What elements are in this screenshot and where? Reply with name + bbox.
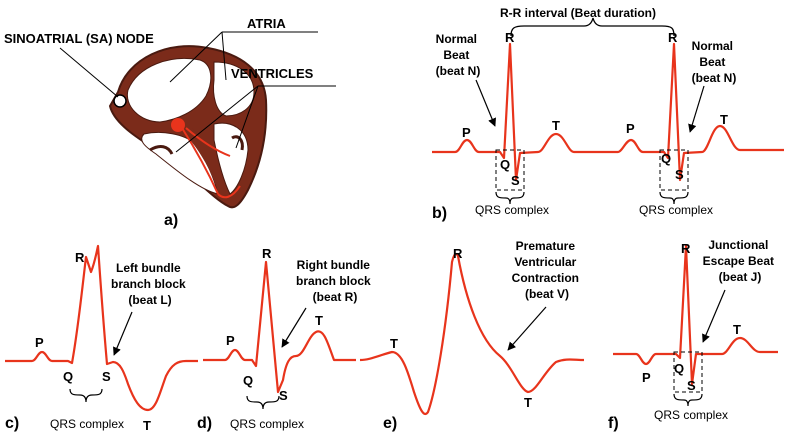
junctional-arrow xyxy=(702,289,726,343)
rbbb-p: P xyxy=(226,333,235,348)
pvc-t1: T xyxy=(390,336,398,351)
qrs-brace-1 xyxy=(495,191,525,205)
qrs-box-2 xyxy=(659,149,689,191)
qrs-label-1: QRS complex xyxy=(475,203,549,217)
ecg-trace-junctional xyxy=(613,244,778,386)
lbbb-s: S xyxy=(102,369,111,384)
panel-f-label: f) xyxy=(608,415,619,432)
junctional-t: T xyxy=(733,322,741,337)
beat1-r: R xyxy=(505,30,515,45)
beat1-p: P xyxy=(462,125,471,140)
junctional-r: R xyxy=(681,241,691,256)
rbbb-arrow xyxy=(281,307,307,348)
rr-interval-label: R-R interval (Beat duration) xyxy=(500,6,656,20)
atria-label: ATRIA xyxy=(247,16,286,31)
atria-pointer-right xyxy=(221,31,227,81)
beat2-p: P xyxy=(626,121,635,136)
lbbb-qrs-label: QRS complex xyxy=(50,417,124,431)
rr-brace xyxy=(510,17,675,37)
right-ventricle xyxy=(213,122,249,195)
qrs-brace-2 xyxy=(659,191,689,205)
junctional-caption: Junctional Escape Beat (beat J) xyxy=(703,238,778,284)
junctional-qrs-brace xyxy=(673,393,703,407)
junctional-qrs-label: QRS complex xyxy=(654,408,728,422)
atria-pointer-left xyxy=(169,31,223,83)
panel-c-label: c) xyxy=(5,415,19,432)
purkinje-fibers xyxy=(217,185,241,199)
pvc-caption: Premature Ventricular Contraction (beat … xyxy=(512,239,583,301)
lbbb-qrs-brace xyxy=(69,388,103,403)
beat2-t: T xyxy=(720,112,728,127)
lbbb-caption: Left bundle branch block (beat L) xyxy=(111,261,189,307)
heart-diagram xyxy=(108,45,268,209)
junctional-q: Q xyxy=(674,361,684,376)
ventricles-pointer-left xyxy=(175,85,259,153)
rbbb-caption: Right bundle branch block (beat R) xyxy=(296,258,374,304)
sa-node-pointer xyxy=(59,47,119,98)
lbbb-q: Q xyxy=(63,369,73,384)
normal-right-arrow xyxy=(688,85,705,133)
panel-a-label: a) xyxy=(164,212,178,229)
left-atrium xyxy=(126,58,212,123)
rbbb-qrs-brace xyxy=(246,395,280,410)
pvc-arrow xyxy=(507,306,547,351)
rbbb-r: R xyxy=(262,246,272,261)
rbbb-t: T xyxy=(315,313,323,328)
beat1-q: Q xyxy=(500,157,510,172)
normal-right-caption: Normal Beat (beat N) xyxy=(692,39,737,85)
right-atrium xyxy=(213,61,255,117)
junctional-p: P xyxy=(642,370,651,385)
panel-b-label: b) xyxy=(432,205,447,222)
sa-node-label: SINOATRIAL (SA) NODE xyxy=(4,31,154,46)
ecg-trace-lbbb xyxy=(5,244,198,412)
normal-left-arrow xyxy=(475,79,496,127)
lbbb-arrow xyxy=(113,311,133,356)
rbbb-s: S xyxy=(279,388,288,403)
ecg-trace-rbbb xyxy=(203,260,356,394)
lbbb-p: P xyxy=(35,335,44,350)
chordae-2 xyxy=(231,135,244,151)
beat2-r: R xyxy=(668,30,678,45)
beat1-s: S xyxy=(511,173,520,188)
rbbb-q: Q xyxy=(243,373,253,388)
normal-left-caption: Normal Beat (beat N) xyxy=(436,32,481,78)
chordae-1 xyxy=(149,145,174,155)
his-bundle-left xyxy=(181,127,219,195)
beat1-t: T xyxy=(552,118,560,133)
lbbb-t: T xyxy=(143,418,151,433)
lbbb-r: R xyxy=(75,250,85,265)
ecg-trace-pvc xyxy=(359,252,585,416)
beat2-q: Q xyxy=(661,151,671,166)
sa-node-marker xyxy=(113,94,127,108)
rbbb-qrs-label: QRS complex xyxy=(230,417,304,431)
qrs-label-2: QRS complex xyxy=(639,203,713,217)
panel-e-label: e) xyxy=(383,415,397,432)
pvc-r: R xyxy=(453,246,463,261)
qrs-box-1 xyxy=(495,149,525,191)
ventricles-pointer-right xyxy=(235,85,259,149)
junctional-s: S xyxy=(687,378,696,393)
beat2-s: S xyxy=(675,167,684,182)
ventricles-label: VENTRICLES xyxy=(231,66,314,81)
ecg-trace-normal xyxy=(432,42,784,182)
panel-d-label: d) xyxy=(197,415,212,432)
his-bundle-right xyxy=(185,127,231,157)
pvc-t2: T xyxy=(524,395,532,410)
junctional-qrs-box xyxy=(673,351,703,393)
